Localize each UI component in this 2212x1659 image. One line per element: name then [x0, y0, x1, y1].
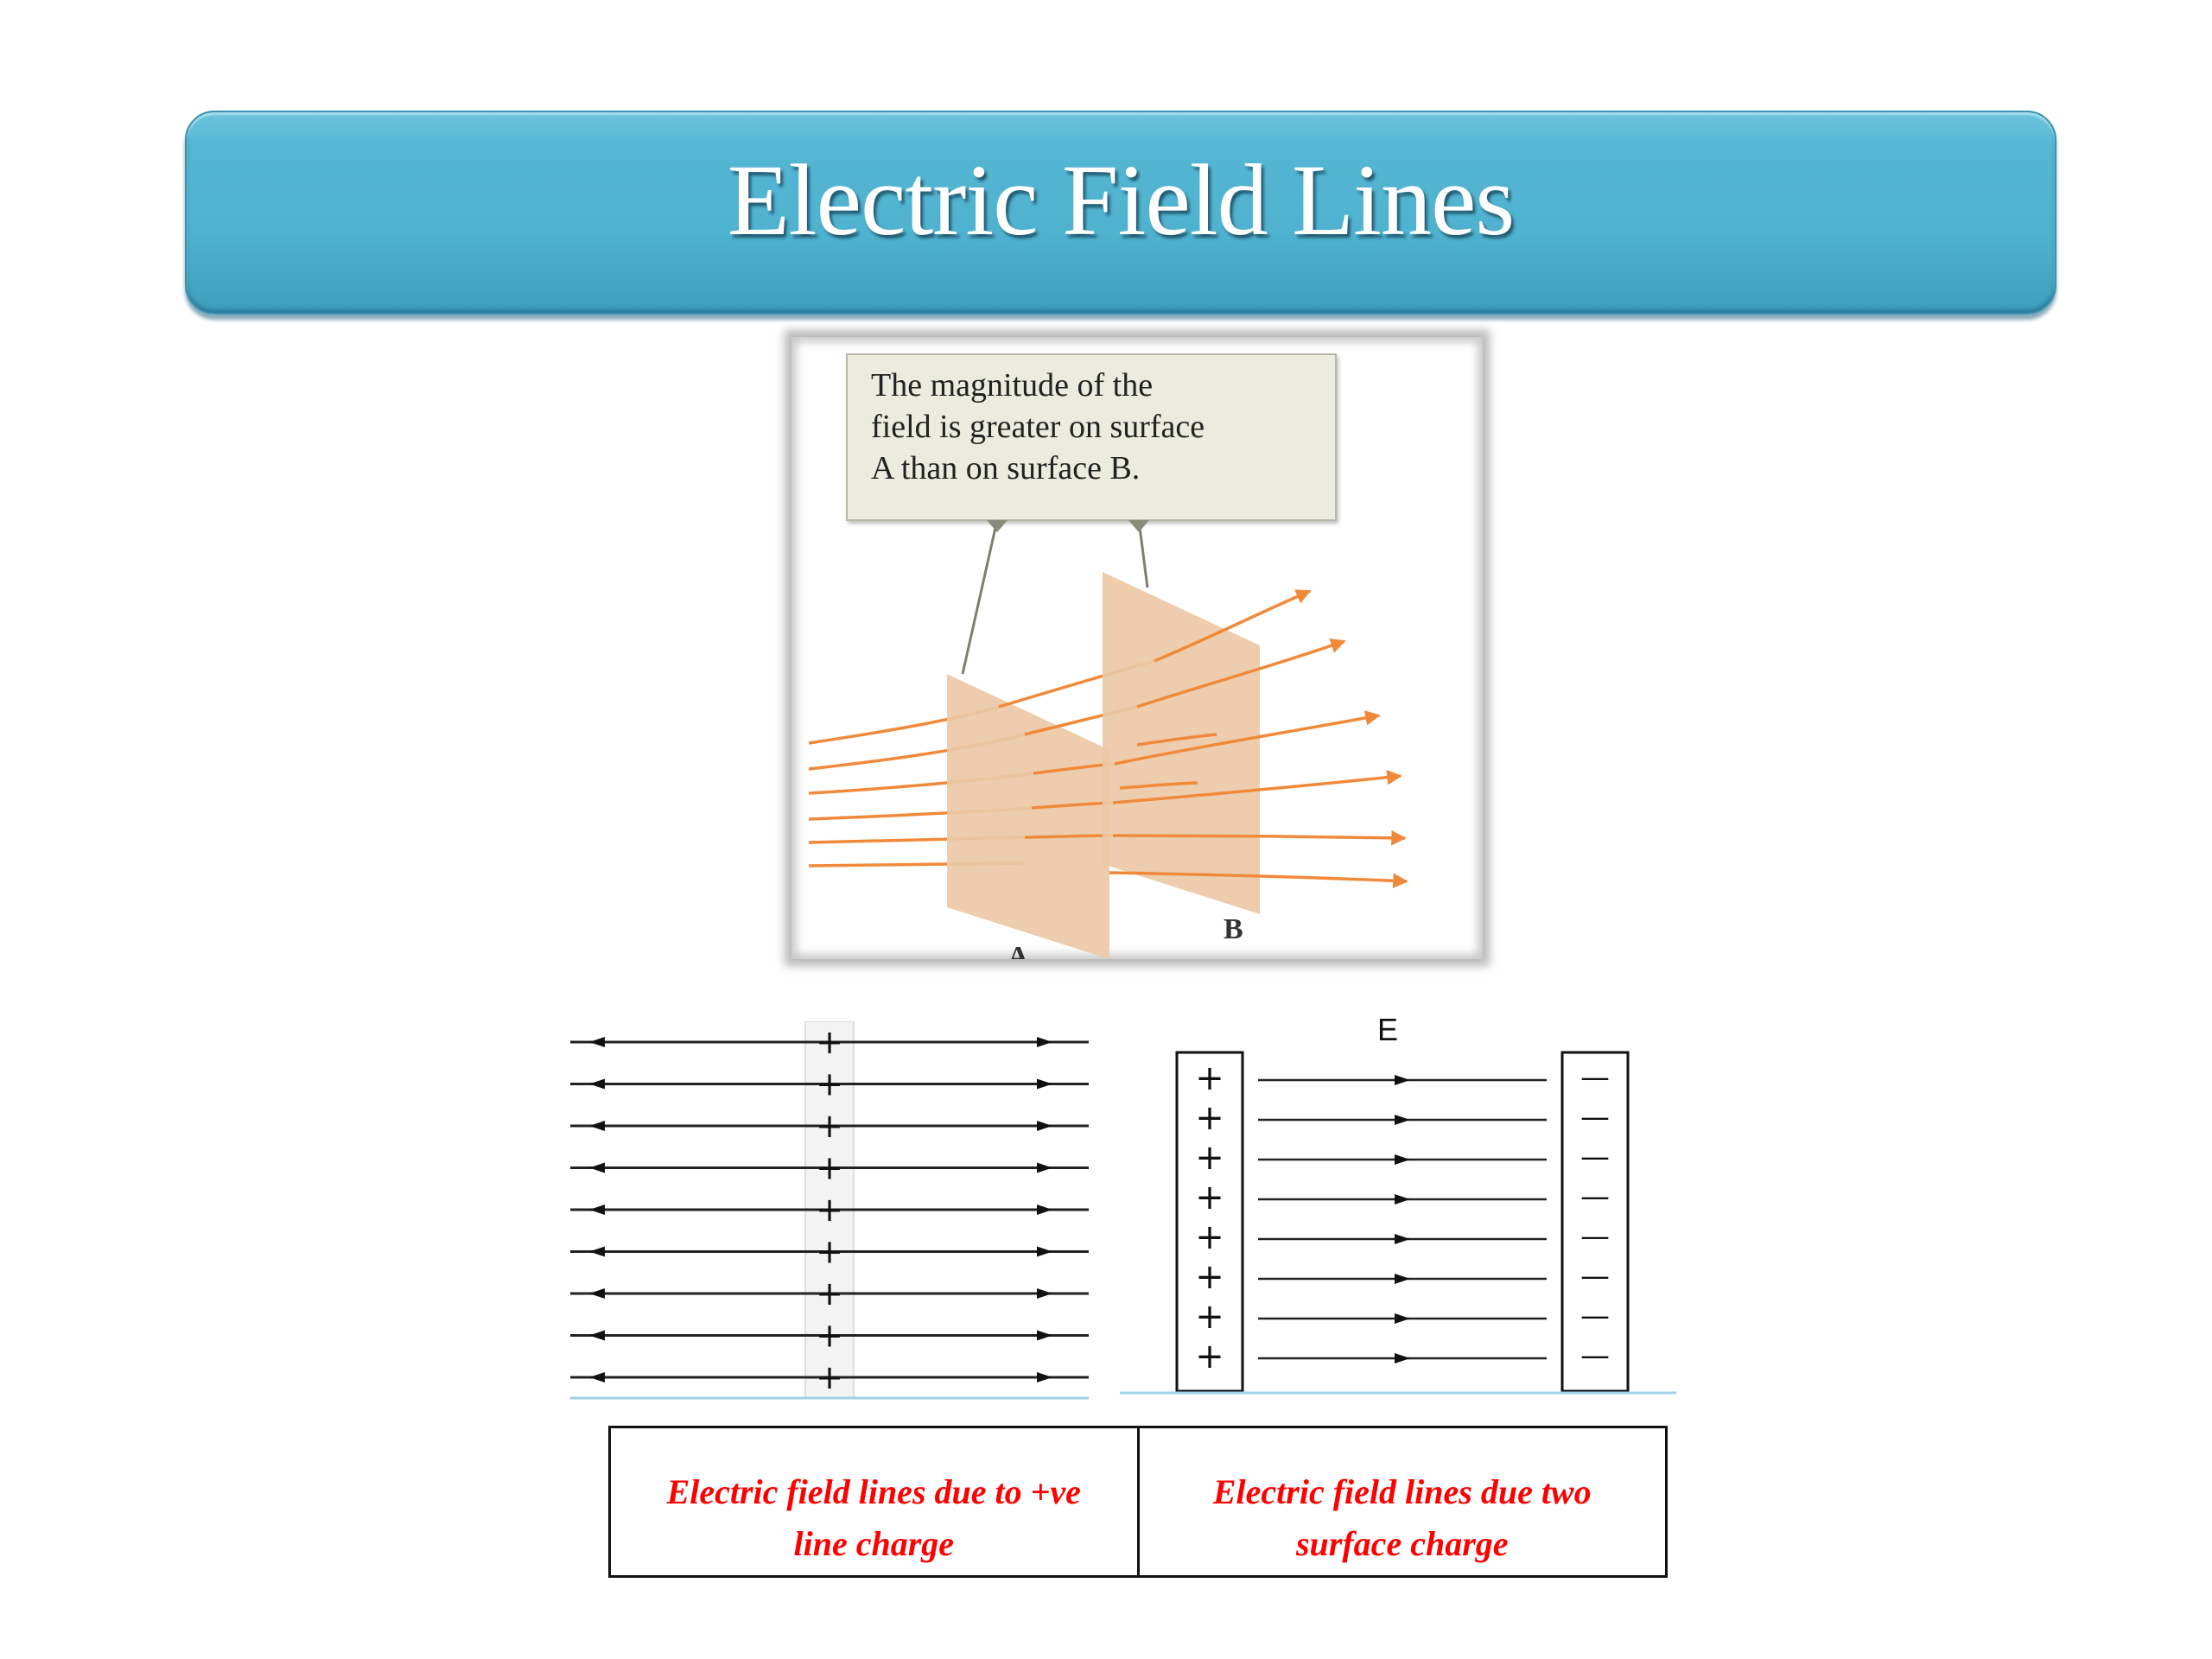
negative-charge: — [1580, 1259, 1610, 1294]
positive-charge: + [1195, 1058, 1224, 1098]
negative-charge: — [1580, 1140, 1610, 1174]
negative-charge: — [1580, 1060, 1610, 1095]
plate-field-arrow [1395, 1194, 1410, 1205]
positive-charge: + [1195, 1297, 1224, 1337]
label-a: A [1007, 941, 1029, 959]
charge-plus: + [816, 1274, 843, 1313]
plate-field-arrow [1395, 1234, 1410, 1244]
title-banner: Electric Field Lines [185, 111, 2056, 315]
charge-plus: + [816, 1358, 843, 1396]
negative-charge: — [1580, 1219, 1610, 1254]
parallel-plates-diagram: E + — + — + — + — + — + — + — + — [1120, 1012, 1676, 1395]
callout-line-1: The magnitude of the [871, 367, 1153, 404]
surface-b [1103, 572, 1260, 914]
negative-charge: — [1580, 1338, 1610, 1373]
arrow-left [589, 1372, 605, 1382]
negative-charge: — [1580, 1299, 1610, 1333]
negative-charge: — [1580, 1100, 1610, 1135]
negative-charge: — [1580, 1179, 1610, 1214]
positive-plate [1175, 1051, 1244, 1393]
positive-charge: + [1195, 1257, 1224, 1297]
arrow-right [1037, 1288, 1052, 1299]
arrow-right [1037, 1205, 1052, 1215]
positive-charge: + [1195, 1098, 1224, 1138]
arrow-left [589, 1162, 605, 1173]
arrow-left [589, 1078, 605, 1090]
positive-charge: + [1195, 1178, 1224, 1217]
arrow-left [589, 1121, 605, 1131]
caption-right: Electric field lines due two surface cha… [1136, 1426, 1668, 1578]
arrow-right [1037, 1078, 1052, 1090]
label-b: B [1224, 913, 1243, 945]
arrow-right [1037, 1037, 1052, 1047]
arrow-left [589, 1288, 605, 1299]
callout-line-2: field is greater on surface [871, 409, 1205, 445]
field-arrows [1109, 589, 1408, 889]
arrow-right [1037, 1330, 1052, 1341]
arrow-left [589, 1330, 605, 1341]
caption-left: Electric field lines due to +ve line cha… [608, 1426, 1140, 1578]
flux-surfaces-figure: The magnitude of the field is greater on… [791, 337, 1483, 959]
charge-plus: + [816, 1149, 843, 1187]
charge-plus: + [816, 1317, 843, 1355]
line-charge-field-lines: +++++++++ [570, 1023, 1089, 1396]
line-charge-diagram: +++++++++ [570, 1021, 1089, 1400]
plate-field-lines: + — + — + — + — + — + — + — + — [1195, 1058, 1610, 1376]
plate-field-arrow [1395, 1154, 1410, 1165]
charge-plus: + [816, 1107, 843, 1145]
surface-a [947, 674, 1109, 959]
caption-table: Electric field lines due to +ve line cha… [608, 1426, 1668, 1578]
positive-charge: + [1195, 1217, 1224, 1257]
plate-field-arrow [1395, 1075, 1410, 1085]
charge-plus: + [816, 1023, 843, 1061]
arrow-right [1037, 1246, 1052, 1257]
charge-plus: + [816, 1065, 843, 1103]
plate-field-arrow [1395, 1313, 1410, 1324]
negative-plate [1560, 1051, 1630, 1393]
arrow-right [1037, 1162, 1052, 1173]
callout-pointers [961, 519, 1149, 675]
arrow-right [1037, 1372, 1052, 1382]
arrow-left [589, 1205, 605, 1215]
flux-surfaces-diagram: The magnitude of the field is greater on… [808, 353, 1408, 959]
plate-field-arrow [1395, 1115, 1410, 1125]
field-label-e: E [1377, 1012, 1398, 1047]
plate-field-arrow [1395, 1274, 1410, 1284]
arrow-right [1037, 1121, 1052, 1131]
arrow-left [589, 1037, 605, 1047]
positive-charge: + [1195, 1138, 1224, 1178]
plate-field-arrow [1395, 1353, 1410, 1363]
callout-box: The magnitude of the field is greater on… [846, 353, 1337, 521]
arrow-left [589, 1246, 605, 1257]
charge-plus: + [816, 1233, 843, 1271]
callout-line-3: A than on surface B. [871, 450, 1140, 486]
slide-title: Electric Field Lines [727, 143, 1516, 257]
positive-charge: + [1195, 1337, 1224, 1376]
charge-plus: + [816, 1191, 843, 1229]
